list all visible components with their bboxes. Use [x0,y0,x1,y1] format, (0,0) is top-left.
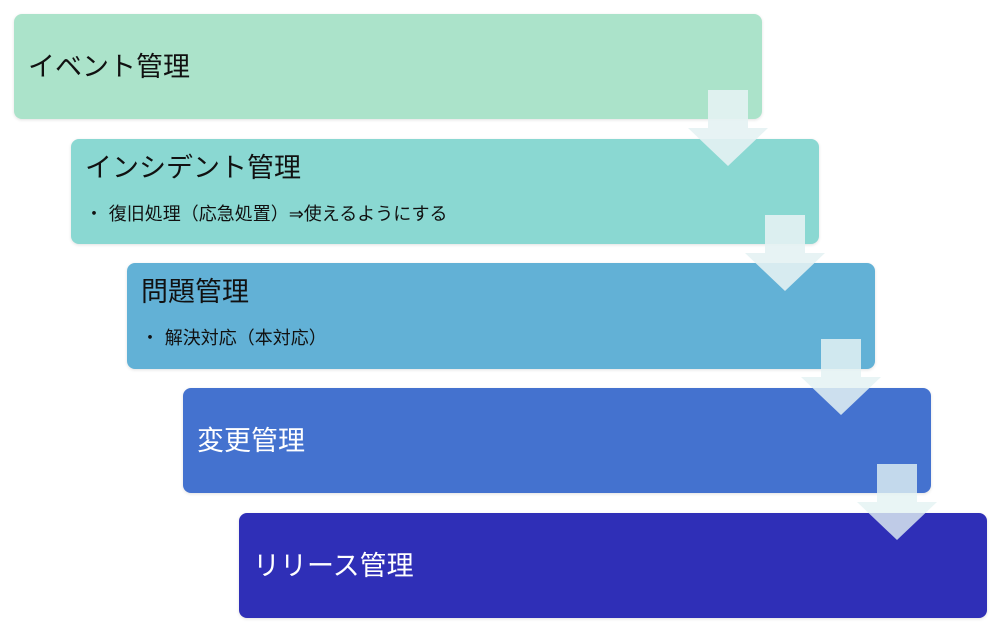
down-arrow-icon [801,339,881,415]
step-title: 問題管理 [141,277,249,308]
step-event-management: イベント管理 [14,14,762,119]
step-title: インシデント管理 [85,153,301,184]
down-arrow-icon [688,90,768,166]
step-title: イベント管理 [28,52,190,83]
step-title: リリース管理 [253,551,414,582]
step-incident-management: インシデント管理 ・ 復旧処理（応急処置）⇒使えるようにする [71,139,819,244]
step-change-management: 変更管理 [183,388,931,493]
step-bullet: ・ 解決対応（本対応） [141,328,327,349]
step-title: 変更管理 [197,426,305,457]
step-problem-management: 問題管理 ・ 解決対応（本対応） [127,263,875,369]
down-arrow-icon [745,215,825,291]
down-arrow-icon [857,464,937,540]
step-bullet: ・ 復旧処理（応急処置）⇒使えるようにする [85,204,448,225]
step-release-management: リリース管理 [239,513,987,618]
